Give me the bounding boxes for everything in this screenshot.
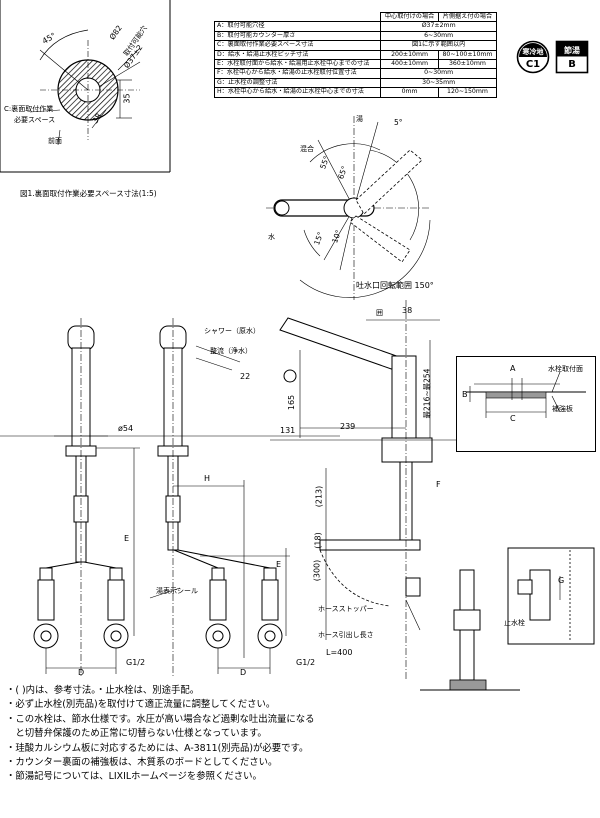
side-dim-mawashi: 囲 [376, 309, 383, 317]
side-dim-165: 165 [287, 394, 297, 411]
plan-yu: 湯 [356, 115, 363, 123]
side-dim-131: 131 [280, 426, 296, 435]
fig1-caption: 図1.裏面取付作業必要スペース寸法(1:5) [20, 189, 157, 198]
side-dim-213: (213) [314, 485, 324, 508]
fig1-mounting-space-drawing [0, 0, 171, 173]
counter-detail-drawing [456, 356, 596, 452]
plan-rotation: 吐水口回転範囲 150° [356, 281, 434, 290]
hose-length-value: L=400 [326, 648, 353, 657]
seiryu-label: 整流（浄水） [210, 347, 252, 355]
water-saving-b-badge [555, 40, 589, 74]
spec-table-header: 中心取付けの場合 片側据え付の場合 [214, 11, 498, 23]
yu-seal-label: 湯表示シール [156, 587, 198, 595]
badge-b-top: 節湯 [564, 46, 580, 55]
list-item: ・節湯記号については、LIXILホームページを参照ください。 [6, 771, 262, 783]
side-dim-range: 最216~最254 [422, 368, 432, 419]
front-dim-h: H [204, 474, 211, 483]
plan-mizu: 水 [268, 233, 275, 241]
badge-b-bottom: B [568, 59, 576, 70]
list-item: ・カウンター裏面の補強板は、木質系のボードとしてください。 [6, 757, 278, 769]
shower-label: シャワー（原水） [204, 327, 260, 335]
list-item: ・( )内は、参考寸法。・止水栓は、別途手配。 [6, 685, 200, 696]
detail-plate-label: 補強板 [552, 405, 573, 413]
table-row: C：裏面取付作業必要スペース寸法図1に示す範囲以内 [213, 40, 497, 51]
stop-valve-drawing [420, 547, 595, 691]
side-view-drawing [270, 300, 470, 680]
badge-c1-top: 寒冷地 [522, 48, 544, 56]
side-dim-18: (18) [313, 532, 323, 549]
front-dim-e-right: E [276, 560, 282, 569]
front-dim-e-left: E [124, 534, 130, 543]
detail-dim-b: B [462, 390, 468, 399]
side-dim-f: F [436, 480, 441, 489]
badge-c1-bottom: C1 [525, 59, 541, 70]
fig1-space-label-1: C:裏面取付作業 [4, 105, 54, 113]
stop-valve-dim-g: G [558, 576, 565, 585]
front-view-drawing [0, 318, 340, 678]
detail-dim-a: A [510, 364, 516, 373]
hose-stopper-label: ホースストッパー [318, 605, 374, 613]
fig1-space-label-2: 必要スペース [14, 116, 56, 124]
side-dim-38: 38 [402, 306, 413, 315]
detail-dim-c: C [510, 414, 516, 423]
spec-header-center: 中心取付けの場合 [380, 11, 439, 23]
fig1-front-label: 前面 [48, 137, 62, 145]
front-dim-22: 22 [240, 372, 251, 381]
front-g12-right: G1/2 [296, 658, 316, 667]
side-dim-239: 239 [340, 422, 356, 431]
plan-kongo: 混合 [300, 145, 314, 153]
front-dim-54: ø54 [118, 424, 134, 433]
detail-mount-label: 水栓取付面 [548, 365, 583, 373]
list-item: と切替弁保護のため正常に切替らない仕様となっています。 [6, 728, 267, 740]
list-item: ・珪酸カルシウム板に対応するためには、A-3811(別売品)が必要です。 [6, 742, 309, 754]
list-item: ・必ず止水栓(別売品)を取付けて適正流量に調整してください。 [6, 699, 276, 711]
front-dim-d-left: D [78, 668, 85, 677]
plan-angle-5: 5° [394, 118, 403, 127]
front-dim-d-right: D [240, 668, 247, 677]
fig1-dim-35: 35 [122, 93, 132, 104]
list-item: ・この水栓は、節水仕様です。水圧が高い場合など過剰な吐出流量になる [6, 713, 315, 725]
stop-valve-label: 止水栓 [504, 619, 525, 627]
faucet-plan-view-drawing [266, 116, 431, 300]
hose-length-label: ホース引出し長さ [318, 631, 374, 639]
notes-list: ・( )内は、参考寸法。・止水栓は、別途手配。 ・必ず止水栓(別売品)を取付けて… [6, 684, 596, 785]
cold-region-c1-badge [516, 40, 550, 74]
side-dim-300: (300) [312, 559, 322, 582]
spec-header-side: 片側据え付の場合 [437, 11, 498, 23]
front-g12-left: G1/2 [126, 658, 146, 667]
